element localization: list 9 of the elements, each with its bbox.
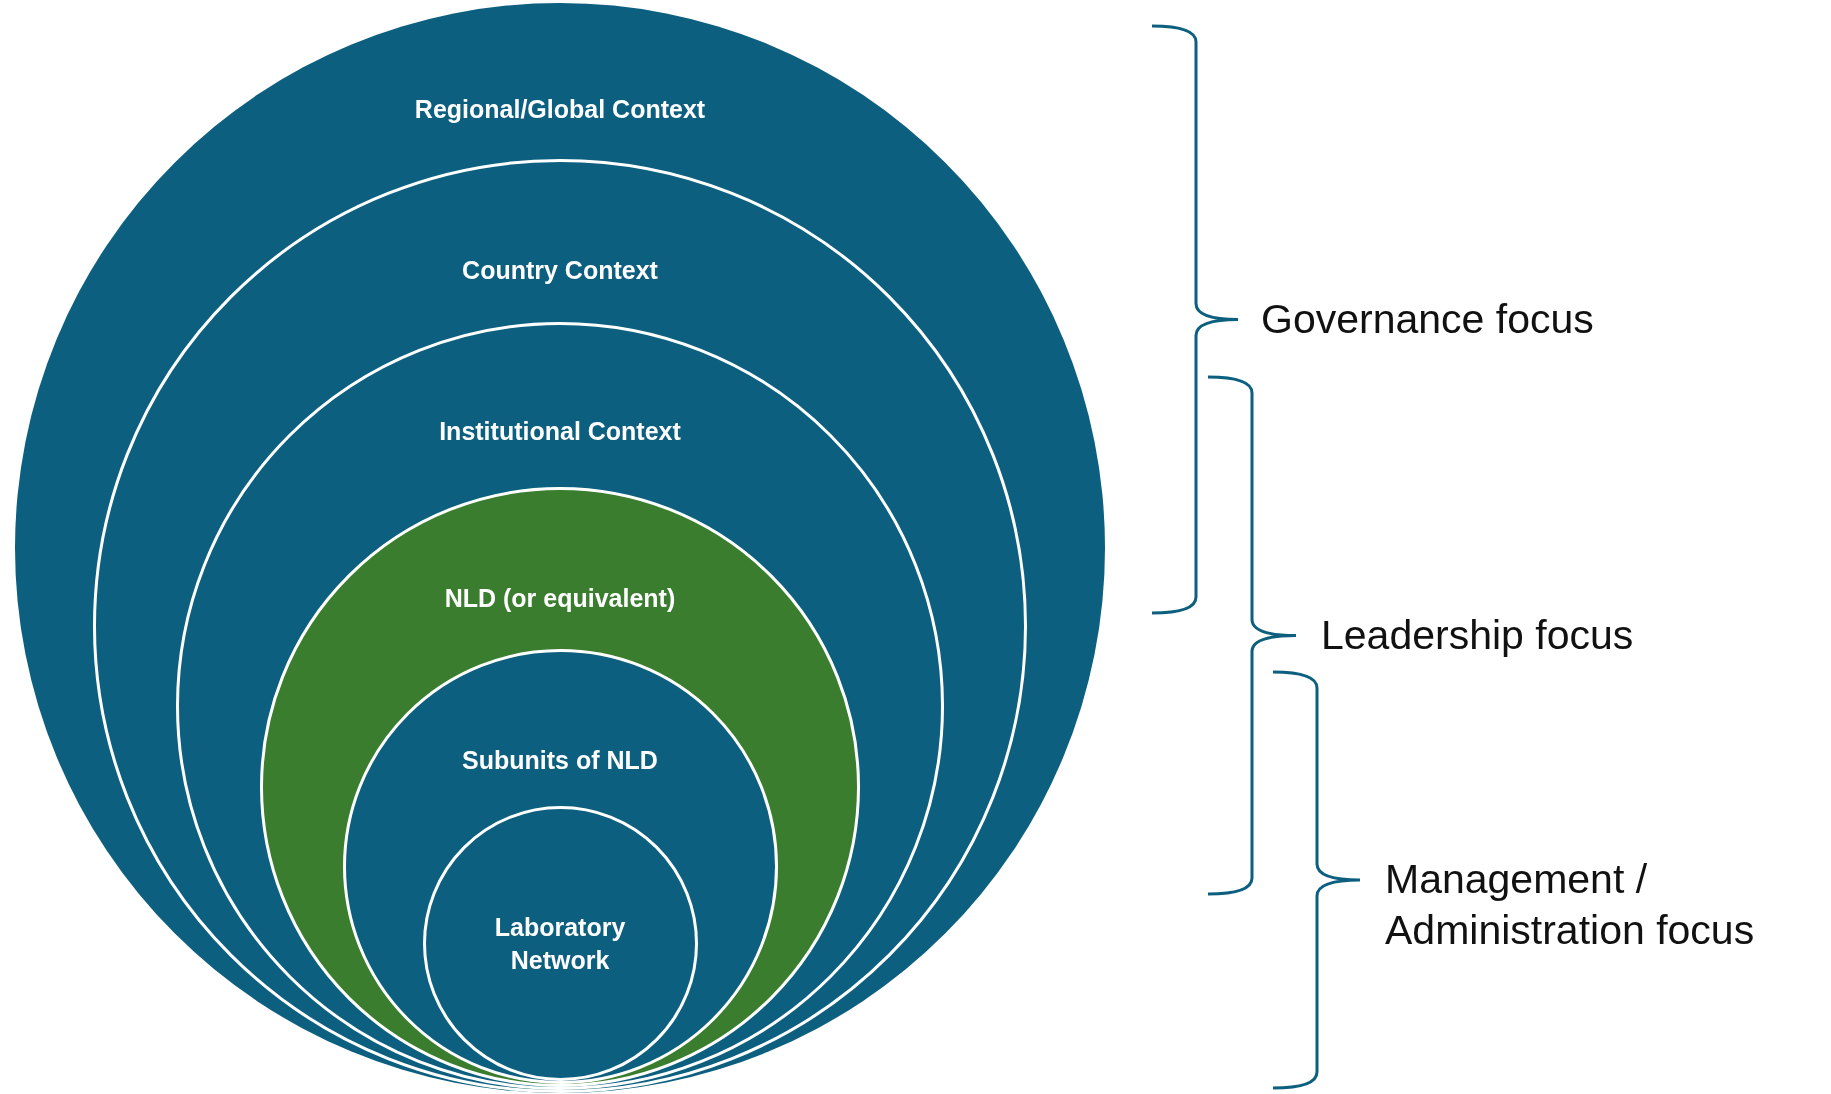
circle-label: Laboratory Network: [493, 912, 627, 976]
focus-label: Governance focus: [1261, 295, 1595, 344]
focus-label: Leadership focus: [1321, 611, 1635, 660]
circle-label: Country Context: [461, 255, 659, 286]
circle-label: Subunits of NLD: [461, 745, 659, 776]
circle-label: Regional/Global Context: [413, 94, 707, 125]
circle-label: NLD (or equivalent): [443, 583, 677, 614]
focus-label: Management / Administration focus: [1385, 855, 1756, 956]
circle-label: Institutional Context: [438, 416, 682, 447]
